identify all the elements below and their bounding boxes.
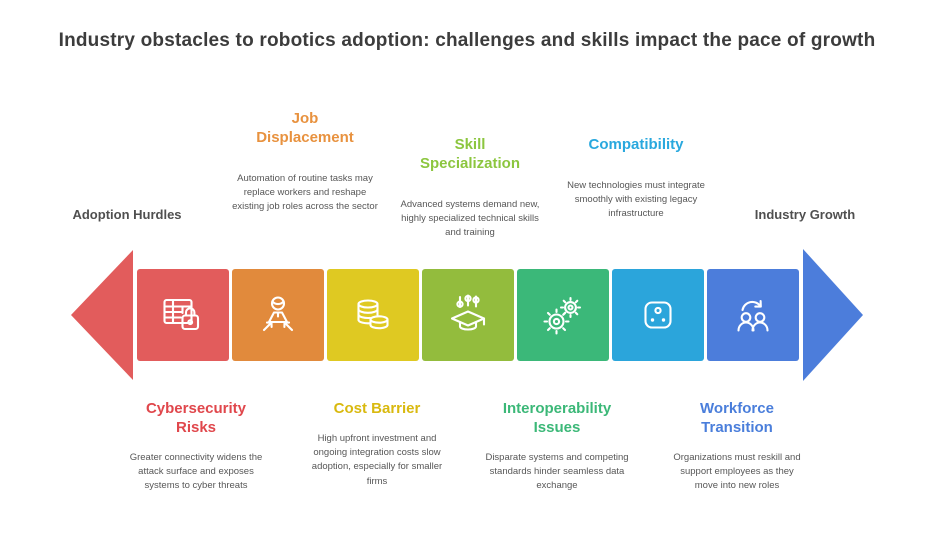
person-converging-arrows-icon <box>262 296 294 332</box>
callout-skill-specialization: Skill Specialization Advanced systems de… <box>395 136 545 240</box>
callout-compatibility: Compatibility New technologies must inte… <box>561 136 711 222</box>
callout-desc: Advanced systems demand new, highly spec… <box>400 198 540 239</box>
callout-title: Interoperability Issues <box>502 400 612 436</box>
segment-skill-specialization <box>422 269 514 361</box>
socket-icon <box>644 301 672 329</box>
callout-desc: Greater connectivity widens the attack s… <box>129 451 263 492</box>
callout-job-displacement: Job Displacement Automation of routine t… <box>230 110 380 214</box>
segment-workforce-transition <box>707 269 799 361</box>
left-end-label: Adoption Hurdles <box>72 207 182 222</box>
segment-job-displacement <box>232 269 324 361</box>
segment-interoperability-issues <box>517 269 609 361</box>
graduation-sliders-icon <box>450 294 486 331</box>
left-arrowhead <box>71 250 133 380</box>
callout-cost-barrier: Cost Barrier High upfront investment and… <box>302 400 452 489</box>
callout-title: Compatibility <box>588 136 684 153</box>
callout-workforce-transition: Workforce Transition Organizations must … <box>667 400 807 493</box>
callout-title: Cybersecurity Risks <box>145 400 247 436</box>
callout-desc: High upfront investment and ongoing inte… <box>311 432 443 487</box>
people-refresh-icon <box>737 299 769 332</box>
callout-interoperability-issues: Interoperability Issues Disparate system… <box>480 400 635 493</box>
table-lock-icon <box>163 298 200 331</box>
callout-title: Workforce Transition <box>700 400 774 436</box>
callout-title: Skill Specialization <box>419 136 521 172</box>
callout-desc: Automation of routine tasks may replace … <box>232 172 378 213</box>
segment-cost-barrier <box>327 269 419 361</box>
callout-cybersecurity-risks: Cybersecurity Risks Greater connectivity… <box>119 400 274 493</box>
timeline-arrow <box>70 245 864 385</box>
segment-cybersecurity-risks <box>137 269 229 361</box>
callout-desc: New technologies must integrate smoothly… <box>567 179 705 220</box>
callout-desc: Organizations must reskill and support e… <box>673 451 801 492</box>
page-title: Industry obstacles to robotics adoption:… <box>58 30 876 51</box>
callout-title: Cost Barrier <box>333 400 421 417</box>
right-arrowhead <box>803 249 863 381</box>
callout-title: Job Displacement <box>256 110 354 146</box>
segment-compatibility <box>612 269 704 361</box>
callout-desc: Disparate systems and competing standard… <box>485 451 629 492</box>
coins-icon <box>357 299 389 330</box>
gears-icon <box>543 296 582 335</box>
right-end-label: Industry Growth <box>754 207 856 222</box>
